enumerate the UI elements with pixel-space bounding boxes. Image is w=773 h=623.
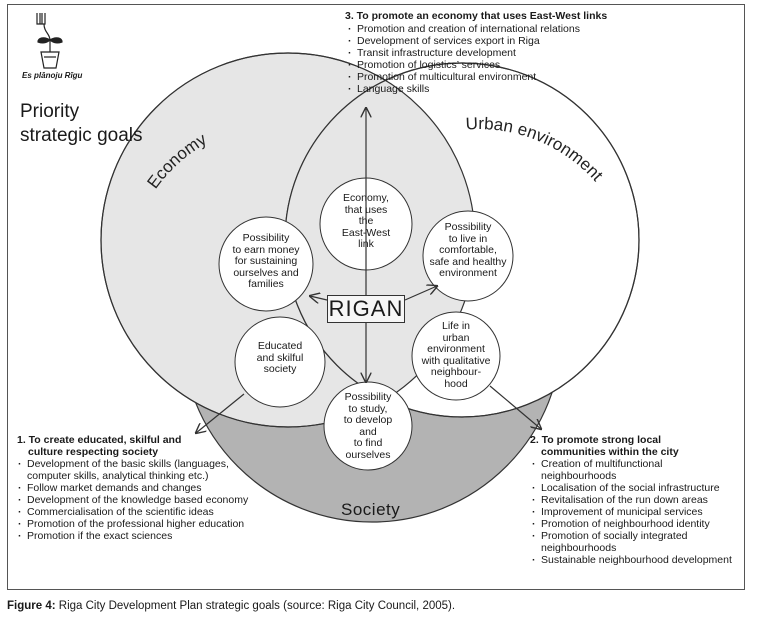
goal1-item: Follow market demands and changes [17, 482, 275, 494]
arrow-right [404, 286, 437, 301]
inner-circle-earn [218, 216, 314, 312]
arrow-left [310, 296, 328, 300]
arrow-to-goal2 [489, 385, 541, 429]
goal1-title: 1. To create educated, skilful and cultu… [17, 434, 182, 458]
goal3-block: 3. To promote an economy that uses East-… [345, 10, 645, 95]
goal1-item: Commercialisation of the scientific idea… [17, 506, 275, 518]
society-label: Society [341, 500, 401, 519]
rigan-box: RIGAN [327, 295, 405, 323]
goal3-item: Development of services export in Riga [347, 35, 645, 47]
goal3-item: Promotion and creation of international … [347, 23, 645, 35]
goal2-item: Sustainable neighbourhood development [531, 554, 740, 566]
figure-frame [7, 4, 745, 590]
goal2-item: Revitalisation of the run down areas [531, 494, 740, 506]
goal1-item: Development of the basic skills (languag… [17, 458, 275, 482]
logo-text: Es plānoju Rīgu [22, 71, 83, 80]
goal1-item: Promotion of the professional higher edu… [17, 518, 275, 530]
goal2-title: 2. To promote strong local communities w… [530, 434, 679, 458]
flower-pot-icon [36, 13, 63, 69]
goal3-item: Promotion of logistics’ services [347, 59, 645, 71]
goal2-item: Localisation of the social infrastructur… [531, 482, 740, 494]
priority-heading: Priority strategic goals [20, 101, 143, 146]
goal2-block: 2. To promote strong local communities w… [530, 434, 740, 566]
inner-circle-live [422, 210, 514, 302]
arrow-to-goal1 [196, 393, 245, 433]
goal3-item: Language skills [347, 83, 645, 95]
inner-circle-educated [234, 316, 326, 408]
goal2-item: Creation of multifunctional neighbourhoo… [531, 458, 740, 482]
goal2-item: Promotion of socially integrated neighbo… [531, 530, 740, 554]
goal1-block: 1. To create educated, skilful and cultu… [17, 434, 275, 542]
goal3-item: Transit infrastructure development [347, 47, 645, 59]
goal1-item: Promotion if the exact sciences [17, 530, 275, 542]
caption-text: Riga City Development Plan strategic goa… [55, 600, 456, 612]
goal2-item: Promotion of neighbourhood identity [531, 518, 740, 530]
goal3-title: 3. To promote an economy that uses East-… [345, 10, 608, 22]
figure-caption: Figure 4: Riga City Development Plan str… [7, 600, 455, 612]
inner-circle-lifeurban [411, 311, 501, 401]
goal3-item: Promotion of multicultural environment [347, 71, 645, 83]
goal2-item: Improvement of municipal services [531, 506, 740, 518]
caption-label: Figure 4: [7, 600, 56, 612]
goal1-item: Development of the knowledge based econo… [17, 494, 275, 506]
